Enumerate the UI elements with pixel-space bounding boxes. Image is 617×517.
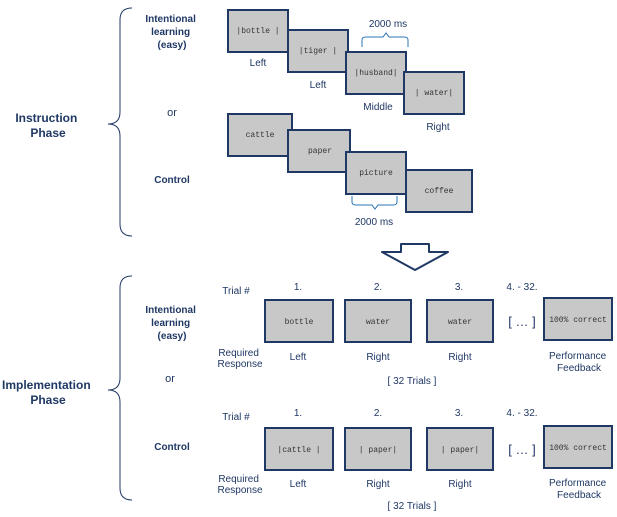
ellipsis-marker: [ … ] [508, 442, 535, 457]
duration-bracket-bottom [351, 196, 398, 210]
trials-count-label: [ 32 Trials ] [388, 376, 437, 387]
position-label-3: Middle [363, 102, 393, 113]
implementation-intentional-screen-3: water [426, 299, 494, 343]
response-label: Right [448, 479, 472, 490]
implementation-intentional-screen-1: bottle [264, 299, 334, 343]
instruction-intentional-screen-2: |tiger | [287, 29, 349, 73]
instruction-intentional-screen-3: |husband| [345, 51, 407, 95]
svg-text:water: water [366, 318, 390, 327]
implementation-control-screen-2: | paper| [344, 427, 412, 471]
instruction-control-screen-2: paper [287, 129, 351, 173]
instruction-control-screen-1: cattle [227, 113, 293, 157]
trials-count-label: [ 32 Trials ] [388, 501, 437, 512]
performance-feedback-label: Performance Feedback [549, 351, 609, 374]
required-response-label: Required Response [217, 348, 262, 370]
svg-text:100% correct: 100% correct [549, 444, 607, 453]
performance-feedback-label: Performance Feedback [549, 478, 609, 501]
svg-text:| paper|: | paper| [359, 446, 397, 455]
trial-number: 1. [294, 282, 302, 293]
implementation-or-label: or [165, 373, 175, 385]
trial-number: 3. [455, 282, 463, 293]
svg-text:100% correct: 100% correct [549, 316, 607, 325]
implementation-intentional-feedback-screen: 100% correct [543, 297, 613, 341]
implementation-brace [107, 275, 133, 501]
instruction-control-screen-3: picture [345, 151, 407, 195]
svg-text:picture: picture [359, 169, 393, 178]
instruction-intentional-label: Intentional learning (easy) [145, 14, 198, 51]
trial-number: 4. - 32. [506, 408, 537, 419]
duration-label-bottom: 2000 ms [355, 217, 393, 228]
svg-text:water: water [448, 318, 472, 327]
implementation-control-screen-3: | paper| [426, 427, 494, 471]
trial-number-label: Trial # [222, 286, 250, 297]
position-label-4: Right [426, 122, 450, 133]
duration-bracket-top [361, 32, 409, 47]
ellipsis-marker: [ … ] [508, 314, 535, 329]
trial-number-label: Trial # [222, 412, 250, 423]
svg-text:|tiger |: |tiger | [299, 47, 337, 56]
instruction-control-screen-4: coffee [405, 169, 473, 213]
implementation-control-label: Control [154, 442, 190, 453]
svg-text:| water|: | water| [415, 89, 453, 98]
required-response-label: Required Response [217, 474, 262, 496]
svg-text:cattle: cattle [246, 131, 275, 140]
trial-number: 1. [294, 408, 302, 419]
implementation-control-feedback-screen: 100% correct [543, 425, 613, 469]
instruction-or-label: or [167, 107, 177, 119]
svg-text:paper: paper [308, 147, 332, 156]
instruction-intentional-screen-4: | water| [403, 71, 465, 115]
trial-number: 2. [374, 282, 382, 293]
down-arrow-icon [381, 243, 449, 271]
instruction-intentional-screen-1: |bottle | [227, 9, 289, 53]
trial-number: 3. [455, 408, 463, 419]
implementation-intentional-screen-2: water [344, 299, 412, 343]
response-label: Right [366, 352, 390, 363]
trial-number: 2. [374, 408, 382, 419]
svg-text:|husband|: |husband| [354, 69, 397, 78]
implementation-phase-title: Implementation Phase [2, 378, 94, 407]
instruction-control-label: Control [154, 175, 190, 186]
implementation-intentional-label: Intentional learning (easy) [145, 305, 198, 342]
svg-text:coffee: coffee [425, 187, 454, 196]
position-label-1: Left [250, 58, 267, 69]
svg-text:| paper|: | paper| [441, 446, 479, 455]
response-label: Left [290, 352, 307, 363]
svg-text:|cattle |: |cattle | [277, 446, 320, 455]
instruction-phase-title: Instruction Phase [15, 111, 80, 140]
duration-label-top: 2000 ms [369, 19, 407, 30]
response-label: Right [366, 479, 390, 490]
svg-text:|bottle |: |bottle | [236, 27, 279, 36]
position-label-2: Left [310, 80, 327, 91]
response-label: Left [290, 479, 307, 490]
instruction-brace [107, 7, 133, 237]
implementation-control-screen-1: |cattle | [264, 427, 334, 471]
trial-number: 4. - 32. [506, 282, 537, 293]
response-label: Right [448, 352, 472, 363]
svg-text:bottle: bottle [285, 318, 314, 327]
